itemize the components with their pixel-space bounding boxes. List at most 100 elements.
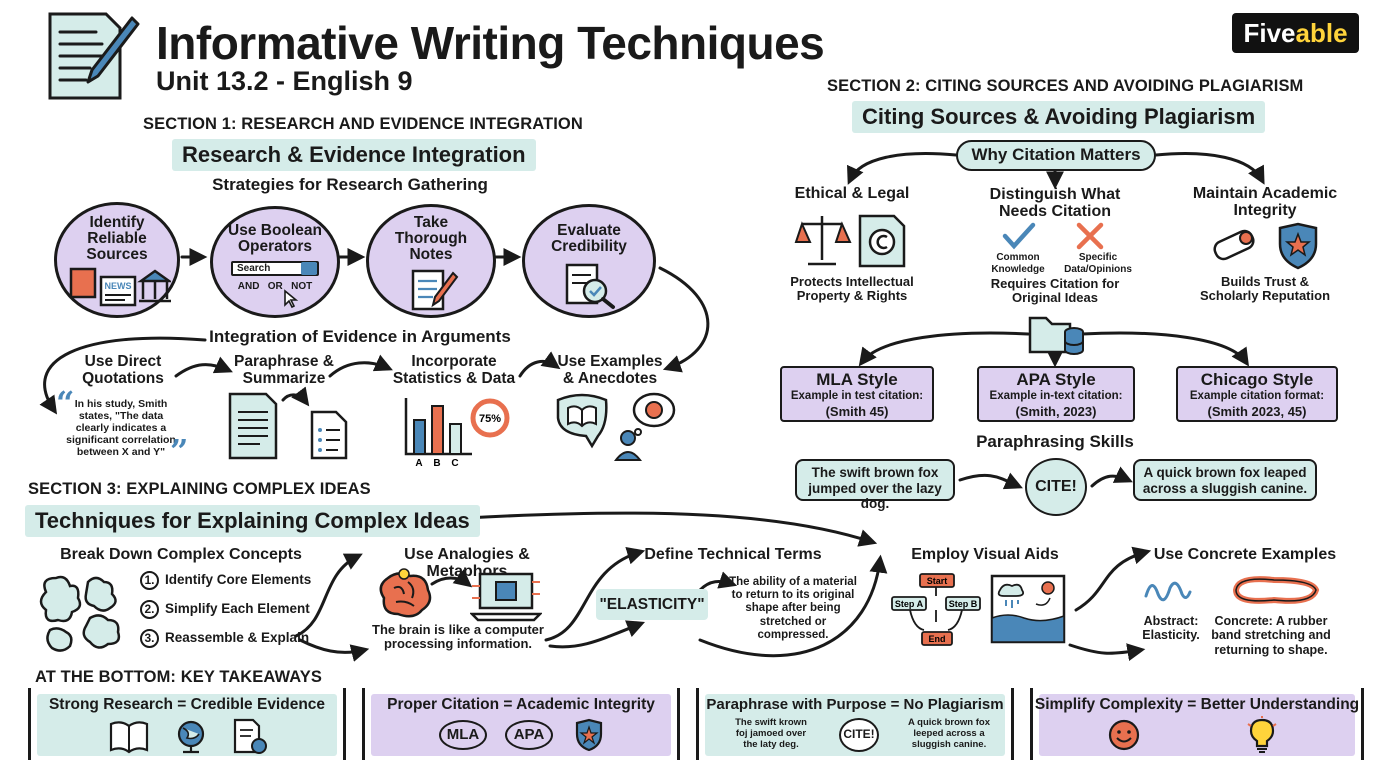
ethical-legal-desc: Protects Intellectual Property & Rights [790,274,914,304]
distinguish-title: Distinguish What Needs Citation [989,186,1121,221]
chicago-style-box[interactable]: Chicago Style Example citation format: (… [1176,366,1338,422]
svg-text:A: A [415,458,422,468]
diploma-shield-icon [1213,222,1318,270]
boolean-operators-text: AND OR NOT [237,281,313,292]
why-citation-matters[interactable]: Why Citation Matters [956,140,1156,171]
paraphrasing-title: Paraphrasing Skills [976,432,1134,451]
takeaway-citation: Proper Citation = Academic Integrity MLA… [362,688,680,760]
arrow-stats-to-examples [518,351,561,378]
brain-lightbulb-icon [379,568,432,618]
paraphrased-sentence: A quick brown fox leaped across a sluggi… [1133,459,1317,501]
concrete-title: Use Concrete Examples [1153,546,1337,563]
books-news-icon: NEWS [69,267,171,307]
incorporate-statistics: Incorporate Statistics & Data [392,353,516,387]
apa-tag[interactable]: APA [505,720,553,750]
breakdown-step-3: 3.Reassemble & Explain [140,629,309,648]
takeaway-paraphrased: A quick brown fox leeped across a sluggi… [908,717,990,750]
document-pen-icon [48,12,140,100]
ethical-legal-title: Ethical & Legal [794,185,910,202]
search-box[interactable]: Search [231,261,319,276]
svg-text:NEWS: NEWS [105,281,132,291]
apa-style-box[interactable]: APA Style Example in-text citation: (Smi… [977,366,1135,422]
cite-circle[interactable]: CITE! [1025,458,1087,516]
book-globe-doc-icon [109,718,267,754]
cursor-icon [284,289,299,309]
cross-icon [1076,222,1104,250]
section1-heading: SECTION 1: RESEARCH AND EVIDENCE INTEGRA… [143,115,583,133]
lightbulb-icon [1247,716,1277,753]
arrow-visual-to-concrete [1074,546,1152,612]
takeaway-research: Strong Research = Credible Evidence [28,688,346,760]
breakdown-step-2: 2.Simplify Each Element [140,600,310,619]
section3-heading: SECTION 3: EXPLAINING COMPLEX IDEAS [28,480,371,498]
section3-band: Techniques for Explaining Complex Ideas [25,505,480,537]
use-examples-anecdotes: Use Examples & Anecdotes [557,353,663,387]
mla-tag[interactable]: MLA [439,720,487,750]
arrow-folder-mla [858,331,1030,367]
magnifier-document-icon [565,263,615,309]
svg-text:End: End [929,634,946,644]
svg-text:C: C [451,458,458,468]
takeaway-simplify: Simplify Complexity = Better Understandi… [1030,688,1364,760]
mla-style-box[interactable]: MLA Style Example in test citation: (Smi… [780,366,934,422]
close-quote-icon: ” [170,432,189,470]
takeaway-misspelled-original: The swift krown foj jamoed over the laty… [735,717,807,750]
check-icon [1002,222,1036,250]
section2-heading: SECTION 2: CITING SOURCES AND AVOIDING P… [827,77,1304,95]
strategy-identify-sources[interactable]: Identify Reliable Sources NEWS [54,202,180,318]
distinguish-desc: Requires Citation for Original Ideas [990,276,1120,306]
flowchart-graphic: Start Step A Step B End [891,573,981,646]
breakdown-title: Break Down Complex Concepts [60,546,302,563]
integration-title: Integration of Evidence in Arguments [209,327,511,346]
shield-icon [575,718,603,752]
svg-text:75%: 75% [479,413,501,425]
documents-icon [228,392,348,460]
paraphrase-summarize: Paraphrase & Summarize [234,353,334,387]
quotation-example: In his study, Smith states, "The data cl… [66,398,176,459]
arrow-cite-to-paraphrased [1090,466,1133,488]
folder-database-icon [1028,316,1084,355]
analogy-caption: The brain is like a computer processing … [372,622,544,652]
svg-text:Step B: Step B [949,599,978,609]
define-title: Define Technical Terms [644,546,822,563]
bar-chart-icon: A B C 75% [404,398,510,468]
arrow-breakdown-to-analogies [294,553,363,638]
arrow-analogies-to-define [544,547,646,642]
svg-text:Start: Start [927,576,948,586]
arrow-define-to-visual [698,554,888,658]
strategy-evaluate-credibility[interactable]: Evaluate Credibility [522,204,656,318]
section2-band: Citing Sources & Avoiding Plagiarism [852,101,1266,133]
svg-text:Step A: Step A [895,599,924,609]
visual-aids-title: Employ Visual Aids [911,546,1059,563]
arrow-brain-to-computer [430,569,473,588]
arrow-credibility-to-examples [658,266,710,373]
arrow-visual-lower [1068,643,1146,661]
arrow-breakdown-lower [298,638,370,662]
concrete-example: Concrete: A rubber band stretching and r… [1211,614,1331,657]
abstract-example: Abstract: Elasticity. [1142,614,1200,643]
arrow-para-to-stats [328,354,393,378]
notepad-icon [411,269,459,311]
takeaway-cite-circle[interactable]: CITE! [839,718,879,752]
academic-integrity-desc: Builds Trust & Scholarly Reputation [1199,274,1331,304]
smiley-icon [1108,719,1140,751]
specific-data-label: Specific Data/Opinions [1064,252,1132,275]
search-icon[interactable] [301,262,317,275]
elasticity-term: "ELASTICITY" [596,589,708,620]
original-sentence: The swift brown fox jumped over the lazy… [795,459,955,511]
common-knowledge-label: Common Knowledge [991,252,1045,275]
strategy-take-notes[interactable]: Take Thorough Notes [366,204,496,318]
squiggle-icon [1144,581,1192,602]
arrow-doc-small [281,386,310,407]
fiveable-logo[interactable]: Fiveable [1232,13,1359,53]
breakdown-step-1: 1.Identify Core Elements [140,571,311,590]
arrow-term-to-definition [698,571,738,592]
strategy-boolean-operators[interactable]: Use Boolean Operators Search AND OR NOT [210,206,340,318]
book-thought-icon [556,392,676,461]
arrow-into-quotations [39,336,207,415]
strategies-title: Strategies for Research Gathering [212,175,488,194]
arrow-analogies-lower [548,620,646,649]
arrow-why-left [847,152,958,185]
water-cycle-icon [990,574,1066,644]
